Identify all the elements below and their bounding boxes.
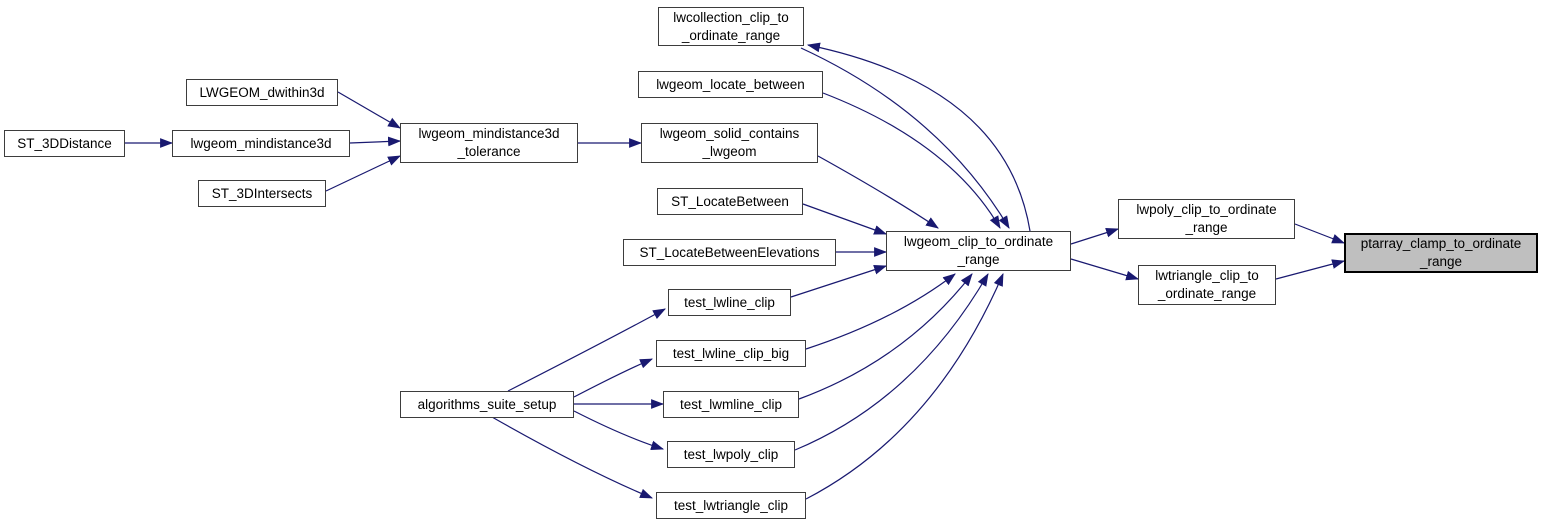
node-label: _tolerance xyxy=(457,144,521,159)
node-label: ST_3DIntersects xyxy=(211,185,313,201)
edge-test_lwpoly_clip-to-lwgeom_clip_to_ordinate_range xyxy=(794,273,989,451)
node-label: lwgeom_mindistance3d xyxy=(190,135,332,151)
node-label: ptarray_clamp_to_ordinate xyxy=(1360,236,1522,251)
node-label: ST_LocateBetweenElevations xyxy=(639,244,820,260)
node-label: lwgeom_clip_to_ordinate xyxy=(903,234,1054,249)
edge-lwgeom_clip_to_ordinate_range-to-lwtriangle_clip_to_ordinate_range xyxy=(1070,258,1140,281)
graph-node-lwgeom_clip_to_ordinate_range[interactable]: lwgeom_clip_to_ordinate _range xyxy=(886,231,1071,271)
graph-node-lwpoly_clip_to_ordinate_range[interactable]: lwpoly_clip_to_ordinate _range xyxy=(1118,199,1295,239)
node-label: lwcollection_clip_to xyxy=(673,9,789,25)
graph-node-lwgeom_locate_between[interactable]: lwgeom_locate_between xyxy=(638,71,823,98)
edge-test_lwline_clip_big-to-lwgeom_clip_to_ordinate_range xyxy=(805,273,956,350)
graph-node-LWGEOM_dwithin3d[interactable]: LWGEOM_dwithin3d xyxy=(186,79,338,106)
node-label: _range xyxy=(1419,254,1463,269)
graph-node-ST_3DIntersects[interactable]: ST_3DIntersects xyxy=(198,180,326,207)
edge-algorithms_suite_setup-to-test_lwpoly_clip xyxy=(573,410,665,451)
edge-lwgeom_mindistance3d-to-lwgeom_mindistance3d_tolerance xyxy=(349,136,402,147)
node-label: LWGEOM_dwithin3d xyxy=(199,84,325,100)
node-label: test_lwline_clip_big xyxy=(672,345,790,361)
node-label: _ordinate_range xyxy=(1157,286,1257,301)
edge-test_lwline_clip-to-lwgeom_clip_to_ordinate_range xyxy=(790,265,888,298)
graph-node-ST_LocateBetweenElevations[interactable]: ST_LocateBetweenElevations xyxy=(623,239,836,266)
node-label: test_lwtriangle_clip xyxy=(673,497,789,513)
node-label: _range xyxy=(1185,220,1228,235)
node-label: test_lwline_clip xyxy=(684,294,775,310)
edge-algorithms_suite_setup-to-test_lwline_clip xyxy=(507,308,666,392)
node-label: lwgeom_mindistance3d xyxy=(418,126,560,141)
node-label: ST_3DDistance xyxy=(17,135,112,151)
edge-algorithms_suite_setup-to-test_lwtriangle_clip xyxy=(491,416,653,499)
node-label: lwgeom_solid_contains xyxy=(659,126,800,141)
graph-node-lwgeom_mindistance3d[interactable]: lwgeom_mindistance3d xyxy=(172,130,350,157)
node-label: lwpoly_clip_to_ordinate xyxy=(1136,202,1277,217)
node-label: test_lwmline_clip xyxy=(679,396,783,412)
edge-ST_3DIntersects-to-lwgeom_mindistance3d_tolerance xyxy=(325,155,401,192)
graph-node-ptarray_clamp_to_ordinate_range: ptarray_clamp_to_ordinate _range xyxy=(1344,233,1538,273)
graph-node-ST_LocateBetween[interactable]: ST_LocateBetween xyxy=(657,188,803,215)
node-label: ST_LocateBetween xyxy=(671,193,789,209)
graph-node-test_lwline_clip[interactable]: test_lwline_clip xyxy=(668,289,791,316)
edge-ST_LocateBetween-to-lwgeom_clip_to_ordinate_range xyxy=(802,203,888,235)
edge-lwgeom_clip_to_ordinate_range-to-lwpoly_clip_to_ordinate_range xyxy=(1070,227,1120,245)
edge-test_lwmline_clip-to-lwgeom_clip_to_ordinate_range xyxy=(798,273,973,400)
edge-lwgeom_clip_to_ordinate_range-to-lwcollection_clip_to_ordinate_range xyxy=(806,42,1031,232)
graph-node-test_lwmline_clip[interactable]: test_lwmline_clip xyxy=(663,391,799,418)
graph-node-ST_3DDistance[interactable]: ST_3DDistance xyxy=(4,130,125,157)
graph-node-lwgeom_solid_contains_lwgeom[interactable]: lwgeom_solid_contains _lwgeom xyxy=(641,123,818,163)
edge-lwcollection_clip_to_ordinate_range-to-lwgeom_clip_to_ordinate_range xyxy=(800,47,1010,229)
node-label: test_lwpoly_clip xyxy=(683,446,779,462)
node-label: lwgeom_locate_between xyxy=(656,76,805,92)
edge-lwgeom_solid_contains_lwgeom-to-lwgeom_clip_to_ordinate_range xyxy=(817,155,939,229)
graph-node-lwgeom_mindistance3d_tolerance[interactable]: lwgeom_mindistance3d _tolerance xyxy=(400,123,578,163)
graph-node-test_lwpoly_clip[interactable]: test_lwpoly_clip xyxy=(667,441,795,468)
node-label: _range xyxy=(957,252,1000,267)
node-label: _lwgeom xyxy=(702,144,757,159)
graph-node-lwtriangle_clip_to_ordinate_range[interactable]: lwtriangle_clip_to _ordinate_range xyxy=(1138,265,1276,305)
graph-node-algorithms_suite_setup[interactable]: algorithms_suite_setup xyxy=(400,391,574,418)
node-label: algorithms_suite_setup xyxy=(417,396,557,412)
graph-node-test_lwtriangle_clip[interactable]: test_lwtriangle_clip xyxy=(656,492,806,519)
edge-lwtriangle_clip_to_ordinate_range-to-ptarray_clamp_to_ordinate_range xyxy=(1275,259,1346,280)
graph-node-lwcollection_clip_to_ordinate_range[interactable]: lwcollection_clip_to _ordinate_range xyxy=(658,7,804,46)
edge-LWGEOM_dwithin3d-to-lwgeom_mindistance3d_tolerance xyxy=(337,91,401,129)
edge-test_lwtriangle_clip-to-lwgeom_clip_to_ordinate_range xyxy=(805,273,1004,500)
graph-node-test_lwline_clip_big[interactable]: test_lwline_clip_big xyxy=(656,340,806,367)
edge-lwgeom_locate_between-to-lwgeom_clip_to_ordinate_range xyxy=(822,92,1001,229)
node-label: _ordinate_range xyxy=(681,27,781,43)
edge-algorithms_suite_setup-to-test_lwline_clip_big xyxy=(573,358,653,398)
node-label: lwtriangle_clip_to xyxy=(1155,268,1259,283)
edge-lwpoly_clip_to_ordinate_range-to-ptarray_clamp_to_ordinate_range xyxy=(1294,223,1346,244)
